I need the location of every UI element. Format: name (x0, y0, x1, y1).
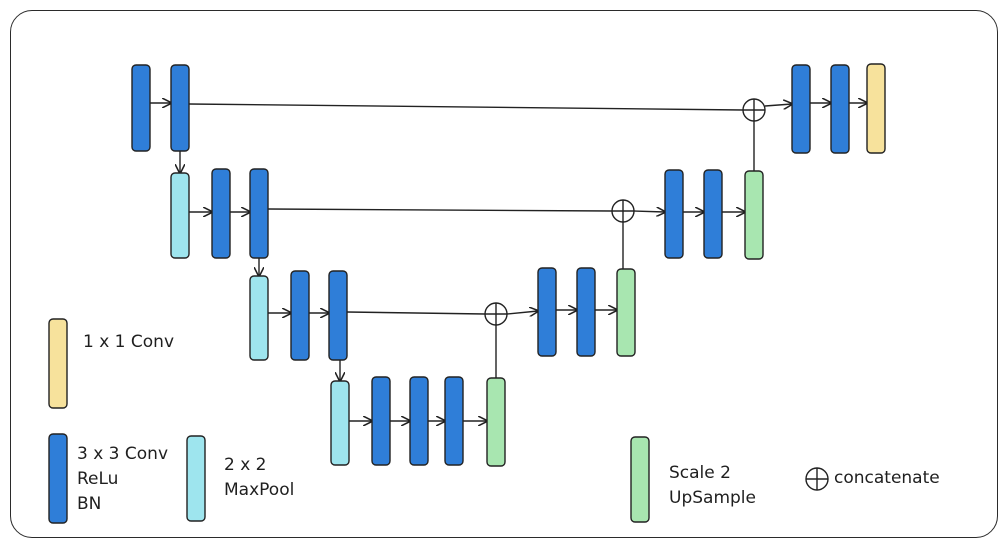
conv3x3-block (131, 64, 151, 152)
legend-upsample-label-1: Scale 2 (669, 463, 731, 483)
legend-conv1x1-swatch (48, 318, 68, 409)
concat-node (484, 302, 508, 326)
connector-arrow (764, 104, 792, 106)
legend-pool-swatch (186, 435, 206, 522)
legend-concat-label: concatenate (834, 468, 940, 488)
legend-upsample-label-2: UpSample (669, 488, 756, 508)
legend-conv-label-2: ReLu (77, 469, 118, 489)
connectors (150, 103, 867, 421)
conv3x3-block (328, 270, 348, 361)
conv3x3-block (444, 376, 464, 466)
legend-conv1x1-label: 1 x 1 Conv (83, 332, 174, 352)
concat-node (742, 98, 766, 122)
upsample-block (616, 268, 636, 357)
legend-conv-label-1: 3 x 3 Conv (77, 444, 168, 464)
skip-connection (346, 311, 486, 315)
legend-upsample-swatch (630, 436, 650, 523)
connector-arrow (633, 211, 665, 212)
conv3x3-block (576, 267, 596, 357)
conv3x3-block (664, 169, 684, 259)
conv3x3-block (409, 376, 429, 466)
diagram-frame (10, 10, 998, 538)
circle-plus-icon (805, 467, 829, 491)
upsample-block (744, 170, 764, 260)
upsample-block (486, 377, 506, 467)
skip-connection (188, 103, 744, 111)
legend: 1 x 1 Conv 3 x 3 Conv ReLu BN 2 x 2 MaxP… (48, 318, 940, 524)
blocks (131, 63, 886, 467)
maxpool-block (330, 380, 350, 466)
legend-pool-label-2: MaxPool (224, 480, 294, 500)
conv1x1-block (866, 63, 886, 154)
conv3x3-block (249, 168, 269, 259)
maxpool-block (170, 172, 190, 259)
concat-node (611, 199, 635, 223)
skip-connection (267, 208, 613, 212)
concat-nodes (484, 98, 766, 326)
legend-pool-label-1: 2 x 2 (224, 455, 267, 475)
conv3x3-block (211, 168, 231, 259)
legend-conv-swatch (48, 433, 68, 524)
legend-conv-label-3: BN (77, 494, 101, 514)
conv3x3-block (830, 64, 850, 154)
maxpool-block (249, 275, 269, 361)
conv3x3-block (791, 64, 811, 154)
conv3x3-block (371, 376, 391, 466)
conv3x3-block (290, 270, 310, 361)
connector-arrow (506, 311, 538, 314)
conv3x3-block (537, 267, 557, 357)
conv3x3-block (170, 64, 190, 152)
conv3x3-block (703, 169, 723, 259)
